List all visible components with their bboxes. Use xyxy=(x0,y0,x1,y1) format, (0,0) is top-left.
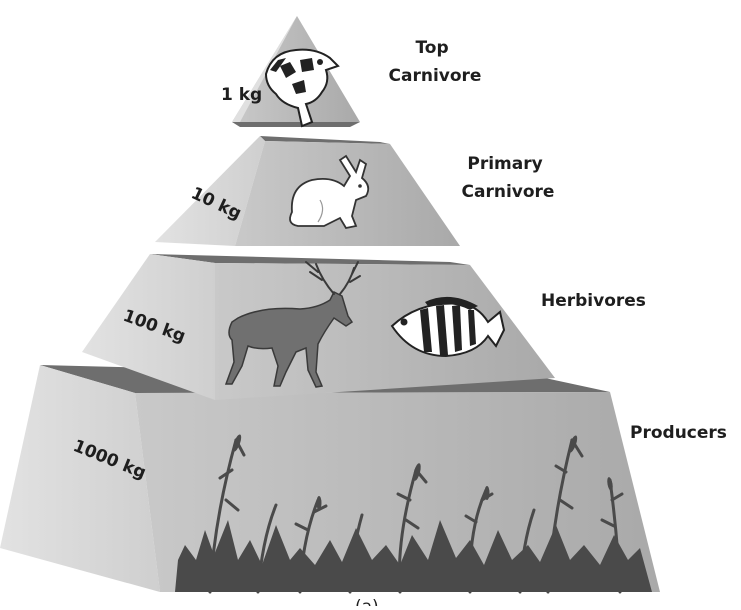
mass-label-top-carnivore: 1 kg xyxy=(221,85,262,105)
level-name-primary-carnivore: Primary Carnivore xyxy=(462,154,555,202)
level-top-carnivore xyxy=(232,16,360,127)
level-name-producers: Producers xyxy=(630,423,727,443)
top-carnivore-bottom-shadow xyxy=(232,122,360,127)
figure-caption: (a) xyxy=(355,597,379,606)
level-name-top-carnivore-line1: Top xyxy=(415,38,448,58)
level-name-herbivores: Herbivores xyxy=(541,291,646,311)
level-producers xyxy=(0,365,660,592)
level-name-top-carnivore-line2: Carnivore xyxy=(389,66,482,86)
level-name-top-carnivore: Top Carnivore xyxy=(389,38,482,86)
level-name-primary-carnivore-line2: Carnivore xyxy=(462,182,555,202)
level-name-primary-carnivore-line1: Primary xyxy=(467,154,542,174)
